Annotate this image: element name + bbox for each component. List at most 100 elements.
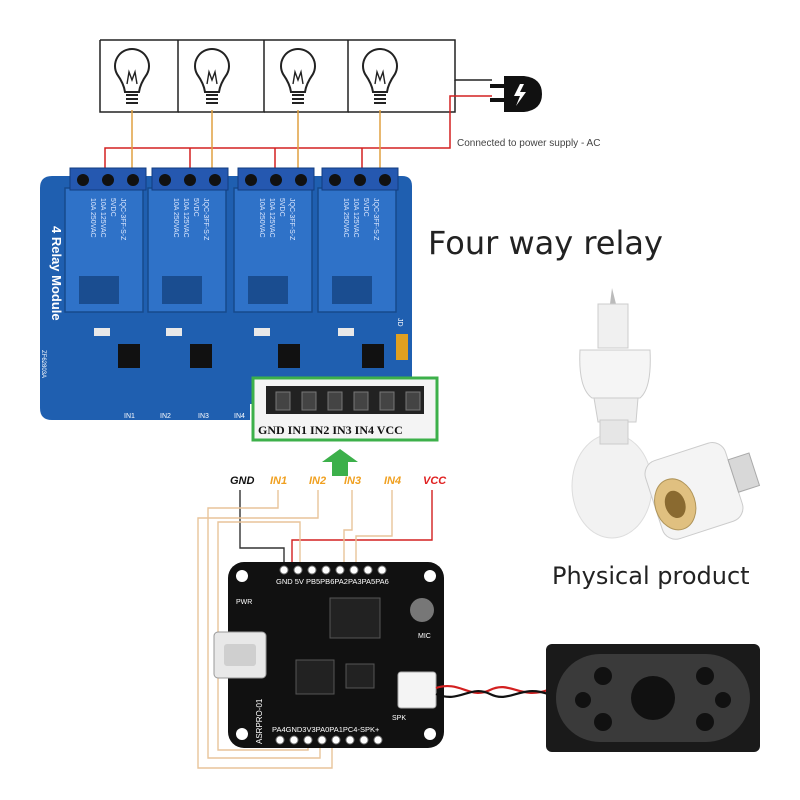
diagram-title: Four way relay xyxy=(428,224,663,262)
relay-input-label: IN4 xyxy=(234,413,245,420)
relay-side-label: 4 Relay Module xyxy=(49,226,64,321)
ac-wiring xyxy=(99,39,492,113)
spk-label: SPK xyxy=(392,715,406,722)
bulb-icon xyxy=(194,48,230,104)
relay-spec-text: 10A 250VAC xyxy=(172,198,179,238)
mic-label: MIC xyxy=(418,633,431,640)
asr-pin xyxy=(275,735,285,745)
wire-labels: GND IN1 IN2 IN3 IN4 VCC xyxy=(230,475,447,487)
asr-top-pin-labels: GND 5V PB5PB6PA2PA3PA5PA6 xyxy=(276,577,389,586)
terminal-block xyxy=(321,167,399,191)
bulb-drop-wires xyxy=(131,110,381,172)
asr-top-pins xyxy=(279,565,387,575)
asr-chip xyxy=(329,597,381,639)
relay-board-code: ZF62803A xyxy=(40,350,46,378)
bulb-icon xyxy=(362,48,398,104)
asr-pin xyxy=(279,565,289,575)
jumper-label: JD xyxy=(396,318,403,327)
optocoupler xyxy=(254,328,300,368)
relay-input-label: IN2 xyxy=(160,413,171,420)
asr-pin xyxy=(331,735,341,745)
asr-pin xyxy=(359,735,369,745)
speaker-icon xyxy=(546,644,760,752)
lamp-socket-icon xyxy=(571,288,761,540)
asr-chip-2 xyxy=(295,659,335,695)
asr-board: GND 5V PB5PB6PA2PA3PA5PA6 PA4GND3V3PA0PA… xyxy=(213,562,444,748)
asr-pin xyxy=(317,735,327,745)
pwr-label: PWR xyxy=(236,599,252,606)
relay-spec-text: JQC-3FF-S-Z xyxy=(288,198,295,241)
asr-pin xyxy=(363,565,373,575)
bulb-icon xyxy=(114,48,150,104)
relay-input-label: IN3 xyxy=(198,413,209,420)
asr-pin xyxy=(289,735,299,745)
optocoupler xyxy=(94,328,140,368)
label-in4: IN4 xyxy=(384,475,401,487)
asr-pin xyxy=(321,565,331,575)
relay-spec-text: 5VDC xyxy=(362,198,369,217)
asr-pin xyxy=(307,565,317,575)
relay-spec-text: 10A 125VAC xyxy=(182,198,189,238)
asr-pin xyxy=(335,565,345,575)
asr-side-label: ASRPRO-01 xyxy=(255,698,264,744)
header-pin xyxy=(275,391,291,411)
asr-pin xyxy=(377,565,387,575)
bulb-row xyxy=(114,48,398,104)
relay-spec-text: JQC-3FF-S-Z xyxy=(202,198,209,241)
optocoupler xyxy=(338,328,384,368)
arrow-up-icon xyxy=(322,449,358,476)
relay-input-label: IN1 xyxy=(124,413,135,420)
microphone xyxy=(410,598,434,622)
header-pin xyxy=(379,391,395,411)
relay-spec-text: JQC-3FF-S-Z xyxy=(372,198,379,241)
header-pin xyxy=(353,391,369,411)
physical-product-caption: Physical product xyxy=(552,562,750,590)
label-gnd: GND xyxy=(230,475,255,487)
relay-spec-text: 5VDC xyxy=(192,198,199,217)
relay-spec-text: JQC-3FF-S-Z xyxy=(119,198,126,241)
relay-spec-text: 10A 250VAC xyxy=(258,198,265,238)
relay-spec-text: 10A 250VAC xyxy=(89,198,96,238)
jumper-cap xyxy=(396,334,408,360)
speaker-connector xyxy=(397,671,437,709)
terminal-blocks xyxy=(69,167,399,191)
bulb-icon xyxy=(280,48,316,104)
asr-chip-3 xyxy=(345,663,375,689)
optocoupler-row xyxy=(94,328,384,368)
label-in1: IN1 xyxy=(270,475,287,487)
ac-power-caption: Connected to power supply - AC xyxy=(457,138,601,149)
relay-spec-text: 10A 125VAC xyxy=(268,198,275,238)
header-pin xyxy=(301,391,317,411)
asr-pin xyxy=(345,735,355,745)
asr-pin xyxy=(293,565,303,575)
header-pins xyxy=(275,391,421,411)
asr-bottom-pins xyxy=(275,735,383,745)
input-labels: IN1 IN2 IN3 IN4 xyxy=(124,413,245,420)
label-in2: IN2 xyxy=(309,475,326,487)
usb-c-inner xyxy=(224,644,256,666)
relay-spec-text: 10A 250VAC xyxy=(342,198,349,238)
header-labels: GND IN1 IN2 IN3 IN4 VCC xyxy=(258,423,403,437)
relay-spec-text: 5VDC xyxy=(278,198,285,217)
asr-pin xyxy=(303,735,313,745)
optocoupler xyxy=(166,328,212,368)
asr-bottom-pin-labels: PA4GND3V3PA0PA1PC4-SPK+ xyxy=(272,725,380,734)
relay-spec-text: 10A 125VAC xyxy=(352,198,359,238)
terminal-block xyxy=(237,167,315,191)
speaker-wires xyxy=(435,685,549,698)
terminal-block xyxy=(69,167,147,191)
label-vcc: VCC xyxy=(423,475,447,487)
header-pin xyxy=(405,391,421,411)
relay-spec-text: 5VDC xyxy=(109,198,116,217)
relay-spec-text: 10A 125VAC xyxy=(99,198,106,238)
asr-pin xyxy=(349,565,359,575)
header-pin xyxy=(327,391,343,411)
